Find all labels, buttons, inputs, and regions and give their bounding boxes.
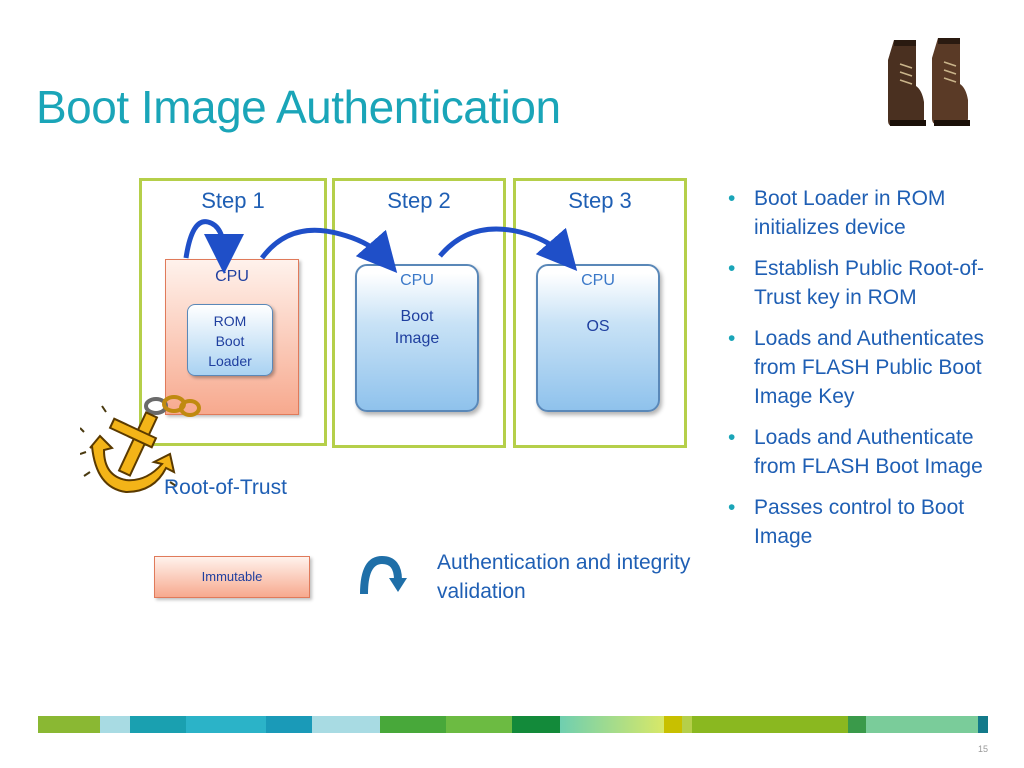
rom-boot-loader: ROM Boot Loader xyxy=(187,304,273,376)
step-3-cpu: CPU OS xyxy=(536,264,660,412)
legend-immutable-swatch: Immutable xyxy=(154,556,310,598)
bullet-item: •Boot Loader in ROM initializes device xyxy=(728,187,946,239)
curved-arrow-icon xyxy=(360,555,407,595)
bullet-text: Loads and Authenticate from FLASH Boot I… xyxy=(754,426,983,478)
legend-auth-label: Authentication and integrity validation xyxy=(437,551,691,603)
step-3-label: Step 3 xyxy=(568,188,632,213)
slide-title: Boot Image Authentication xyxy=(36,81,561,133)
bullet-text: Boot Loader in ROM initializes device xyxy=(754,187,946,239)
step-1-cpu-label: CPU xyxy=(215,268,249,285)
page-number: 15 xyxy=(978,744,989,754)
bullet-item: •Establish Public Root-of-Trust key in R… xyxy=(728,257,984,309)
bullet-item: •Loads and Authenticates from FLASH Publ… xyxy=(728,327,985,408)
step-2-label: Step 2 xyxy=(387,188,451,213)
boot-image-label: Boot Image xyxy=(394,308,440,347)
bullet-item: •Passes control to Boot Image xyxy=(728,496,965,548)
step-3-cpu-label: CPU xyxy=(581,272,615,289)
step-2-box xyxy=(332,178,506,448)
anchor-icon xyxy=(80,395,201,494)
os-label: OS xyxy=(586,318,610,335)
root-of-trust-label: Root-of-Trust xyxy=(164,476,287,499)
bullet-text: Establish Public Root-of-Trust key in RO… xyxy=(754,257,984,309)
footer-color-bar xyxy=(38,716,988,733)
bullet-text: Loads and Authenticates from FLASH Publi… xyxy=(754,327,985,408)
step-1-label: Step 1 xyxy=(201,188,265,213)
bullet-text: Passes control to Boot Image xyxy=(754,496,965,548)
step-1-box xyxy=(139,178,327,446)
step-2-cpu-label: CPU xyxy=(400,272,434,289)
step-2-cpu: CPU Boot Image xyxy=(355,264,479,412)
bullet-list: •Boot Loader in ROM initializes device •… xyxy=(728,184,1018,563)
boots-icon xyxy=(888,38,970,126)
bullet-item: •Loads and Authenticate from FLASH Boot … xyxy=(728,426,983,478)
step-3-box xyxy=(513,178,687,448)
